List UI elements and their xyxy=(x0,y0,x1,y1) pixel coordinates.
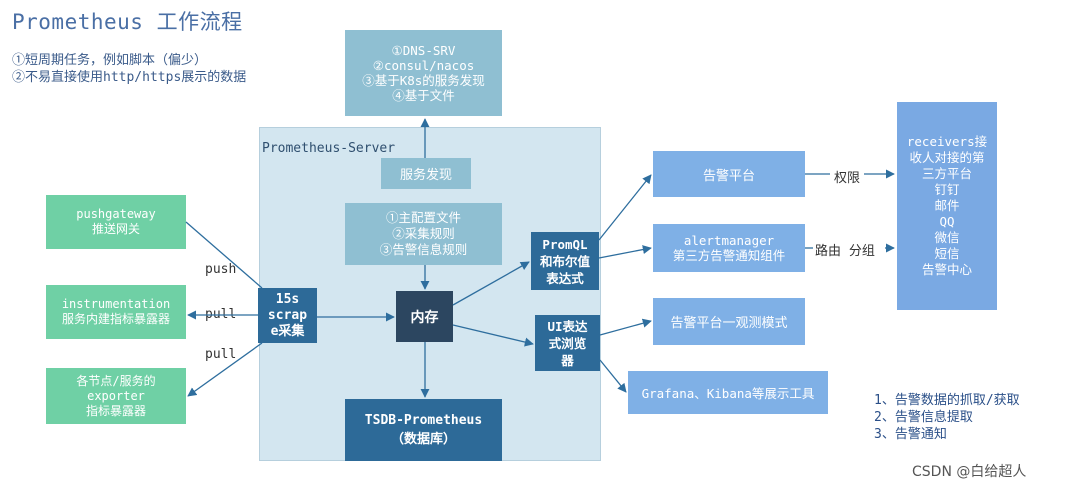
target-line: instrumentation xyxy=(61,297,171,311)
summary-notes: 1、告警数据的抓取/获取 2、告警信息提取 3、告警通知 xyxy=(874,392,1020,443)
exporter-box: 各节点/服务的 exporter 指标暴露器 xyxy=(46,368,186,424)
receiver-line: 短信 xyxy=(934,246,960,261)
scrape-line: 15s xyxy=(275,291,300,307)
receiver-line: 钉钉 xyxy=(934,182,960,197)
alertmanager-box: alertmanager 第三方告警通知组件 xyxy=(653,224,805,272)
notes: ①短周期任务，例如脚本（偏少） ②不易直接使用http/https展示的数据 xyxy=(12,52,246,86)
tsdb-line: TSDB-Prometheus xyxy=(364,413,483,428)
promql-line: 和布尔值 xyxy=(539,253,590,269)
receiver-line: receivers接 xyxy=(906,134,988,149)
pull-label: pull xyxy=(205,347,237,362)
receiver-line: 微信 xyxy=(934,230,960,245)
receiver-line: 告警中心 xyxy=(921,262,972,277)
config-files-box: ①主配置文件 ②采集规则 ③告警信息规则 xyxy=(345,203,502,265)
alertmanager-line: 第三方告警通知组件 xyxy=(672,248,786,263)
arrow-ui-to-observe xyxy=(599,318,652,336)
arrow-memory-to-promql xyxy=(452,261,530,306)
line-pushgateway-scrape xyxy=(185,221,263,289)
push-label: push xyxy=(205,262,237,277)
discovery-source: ②consul/nacos xyxy=(372,58,475,73)
scrape-line: e采集 xyxy=(270,323,305,339)
promql-line: PromQL xyxy=(542,236,588,252)
instrumentation-box: instrumentation 服务内建指标暴露器 xyxy=(46,285,186,339)
ui-expr-line: 器 xyxy=(561,352,574,368)
arrow-scrape-to-exporter xyxy=(187,342,263,397)
discovery-source: ①DNS-SRV xyxy=(391,43,456,58)
config-file: ①主配置文件 xyxy=(385,210,461,225)
alert-platform-box: 告警平台 xyxy=(653,151,805,197)
receiver-line: 收人对接的第 xyxy=(909,150,985,165)
ui-expression-browser-box: UI表达 式浏览 器 xyxy=(535,315,600,371)
ui-expr-line: UI表达 xyxy=(547,318,588,334)
arrow-ui-to-grafana xyxy=(599,359,627,393)
ui-expr-line: 式浏览 xyxy=(548,335,587,351)
summary-line: 3、告警通知 xyxy=(874,427,947,442)
receiver-line: QQ xyxy=(939,214,955,229)
discovery-source: ④基于文件 xyxy=(392,88,455,103)
tsdb-line: （数据库） xyxy=(390,432,456,447)
promql-line: 表达式 xyxy=(546,270,584,286)
server-label: Prometheus-Server xyxy=(262,141,396,156)
memory-box: 内存 xyxy=(396,291,453,342)
service-discovery-box: 服务发现 xyxy=(381,158,471,189)
scrape-line: scrap xyxy=(267,307,308,323)
arrow-memory-to-ui xyxy=(452,324,534,347)
summary-line: 2、告警信息提取 xyxy=(874,410,973,425)
target-line: pushgateway xyxy=(76,207,156,221)
note-line: ①短周期任务，例如脚本（偏少） xyxy=(12,53,208,68)
route-label: 路由 分组 xyxy=(815,244,875,259)
discovery-sources-box: ①DNS-SRV ②consul/nacos ③基于K8s的服务发现 ④基于文件 xyxy=(345,30,502,116)
receivers-box: receivers接 收人对接的第 三方平台 钉钉 邮件 QQ 微信 短信 告警… xyxy=(897,102,997,310)
promql-box: PromQL 和布尔值 表达式 xyxy=(531,232,599,290)
target-line: 推送网关 xyxy=(91,222,140,236)
receiver-line: 邮件 xyxy=(934,198,960,213)
receiver-line: 三方平台 xyxy=(921,166,972,181)
alertmanager-line: alertmanager xyxy=(683,233,775,248)
scrape-box: 15s scrap e采集 xyxy=(258,288,317,343)
config-file: ②采集规则 xyxy=(392,226,455,241)
summary-line: 1、告警数据的抓取/获取 xyxy=(874,393,1020,408)
discovery-source: ③基于K8s的服务发现 xyxy=(362,73,485,88)
permission-label: 权限 xyxy=(834,171,861,186)
target-line: 服务内建指标暴露器 xyxy=(61,312,170,326)
target-line: 各节点/服务的 xyxy=(76,373,156,388)
target-line: 指标暴露器 xyxy=(85,403,146,418)
note-line: ②不易直接使用http/https展示的数据 xyxy=(12,70,247,85)
config-file: ③告警信息规则 xyxy=(379,242,468,257)
grafana-box: Grafana、Kibana等展示工具 xyxy=(628,371,828,414)
tsdb-box: TSDB-Prometheus （数据库） xyxy=(345,399,502,461)
arrow-promql-to-alertmanager xyxy=(598,245,652,259)
page-title: Prometheus 工作流程 xyxy=(12,10,243,34)
target-line: exporter xyxy=(87,388,145,403)
arrow-promql-to-alert-platform xyxy=(598,174,652,241)
watermark: CSDN @白给超人 xyxy=(912,464,1027,480)
pushgateway-box: pushgateway 推送网关 xyxy=(46,195,186,249)
observe-mode-box: 告警平台一观测模式 xyxy=(653,298,805,345)
